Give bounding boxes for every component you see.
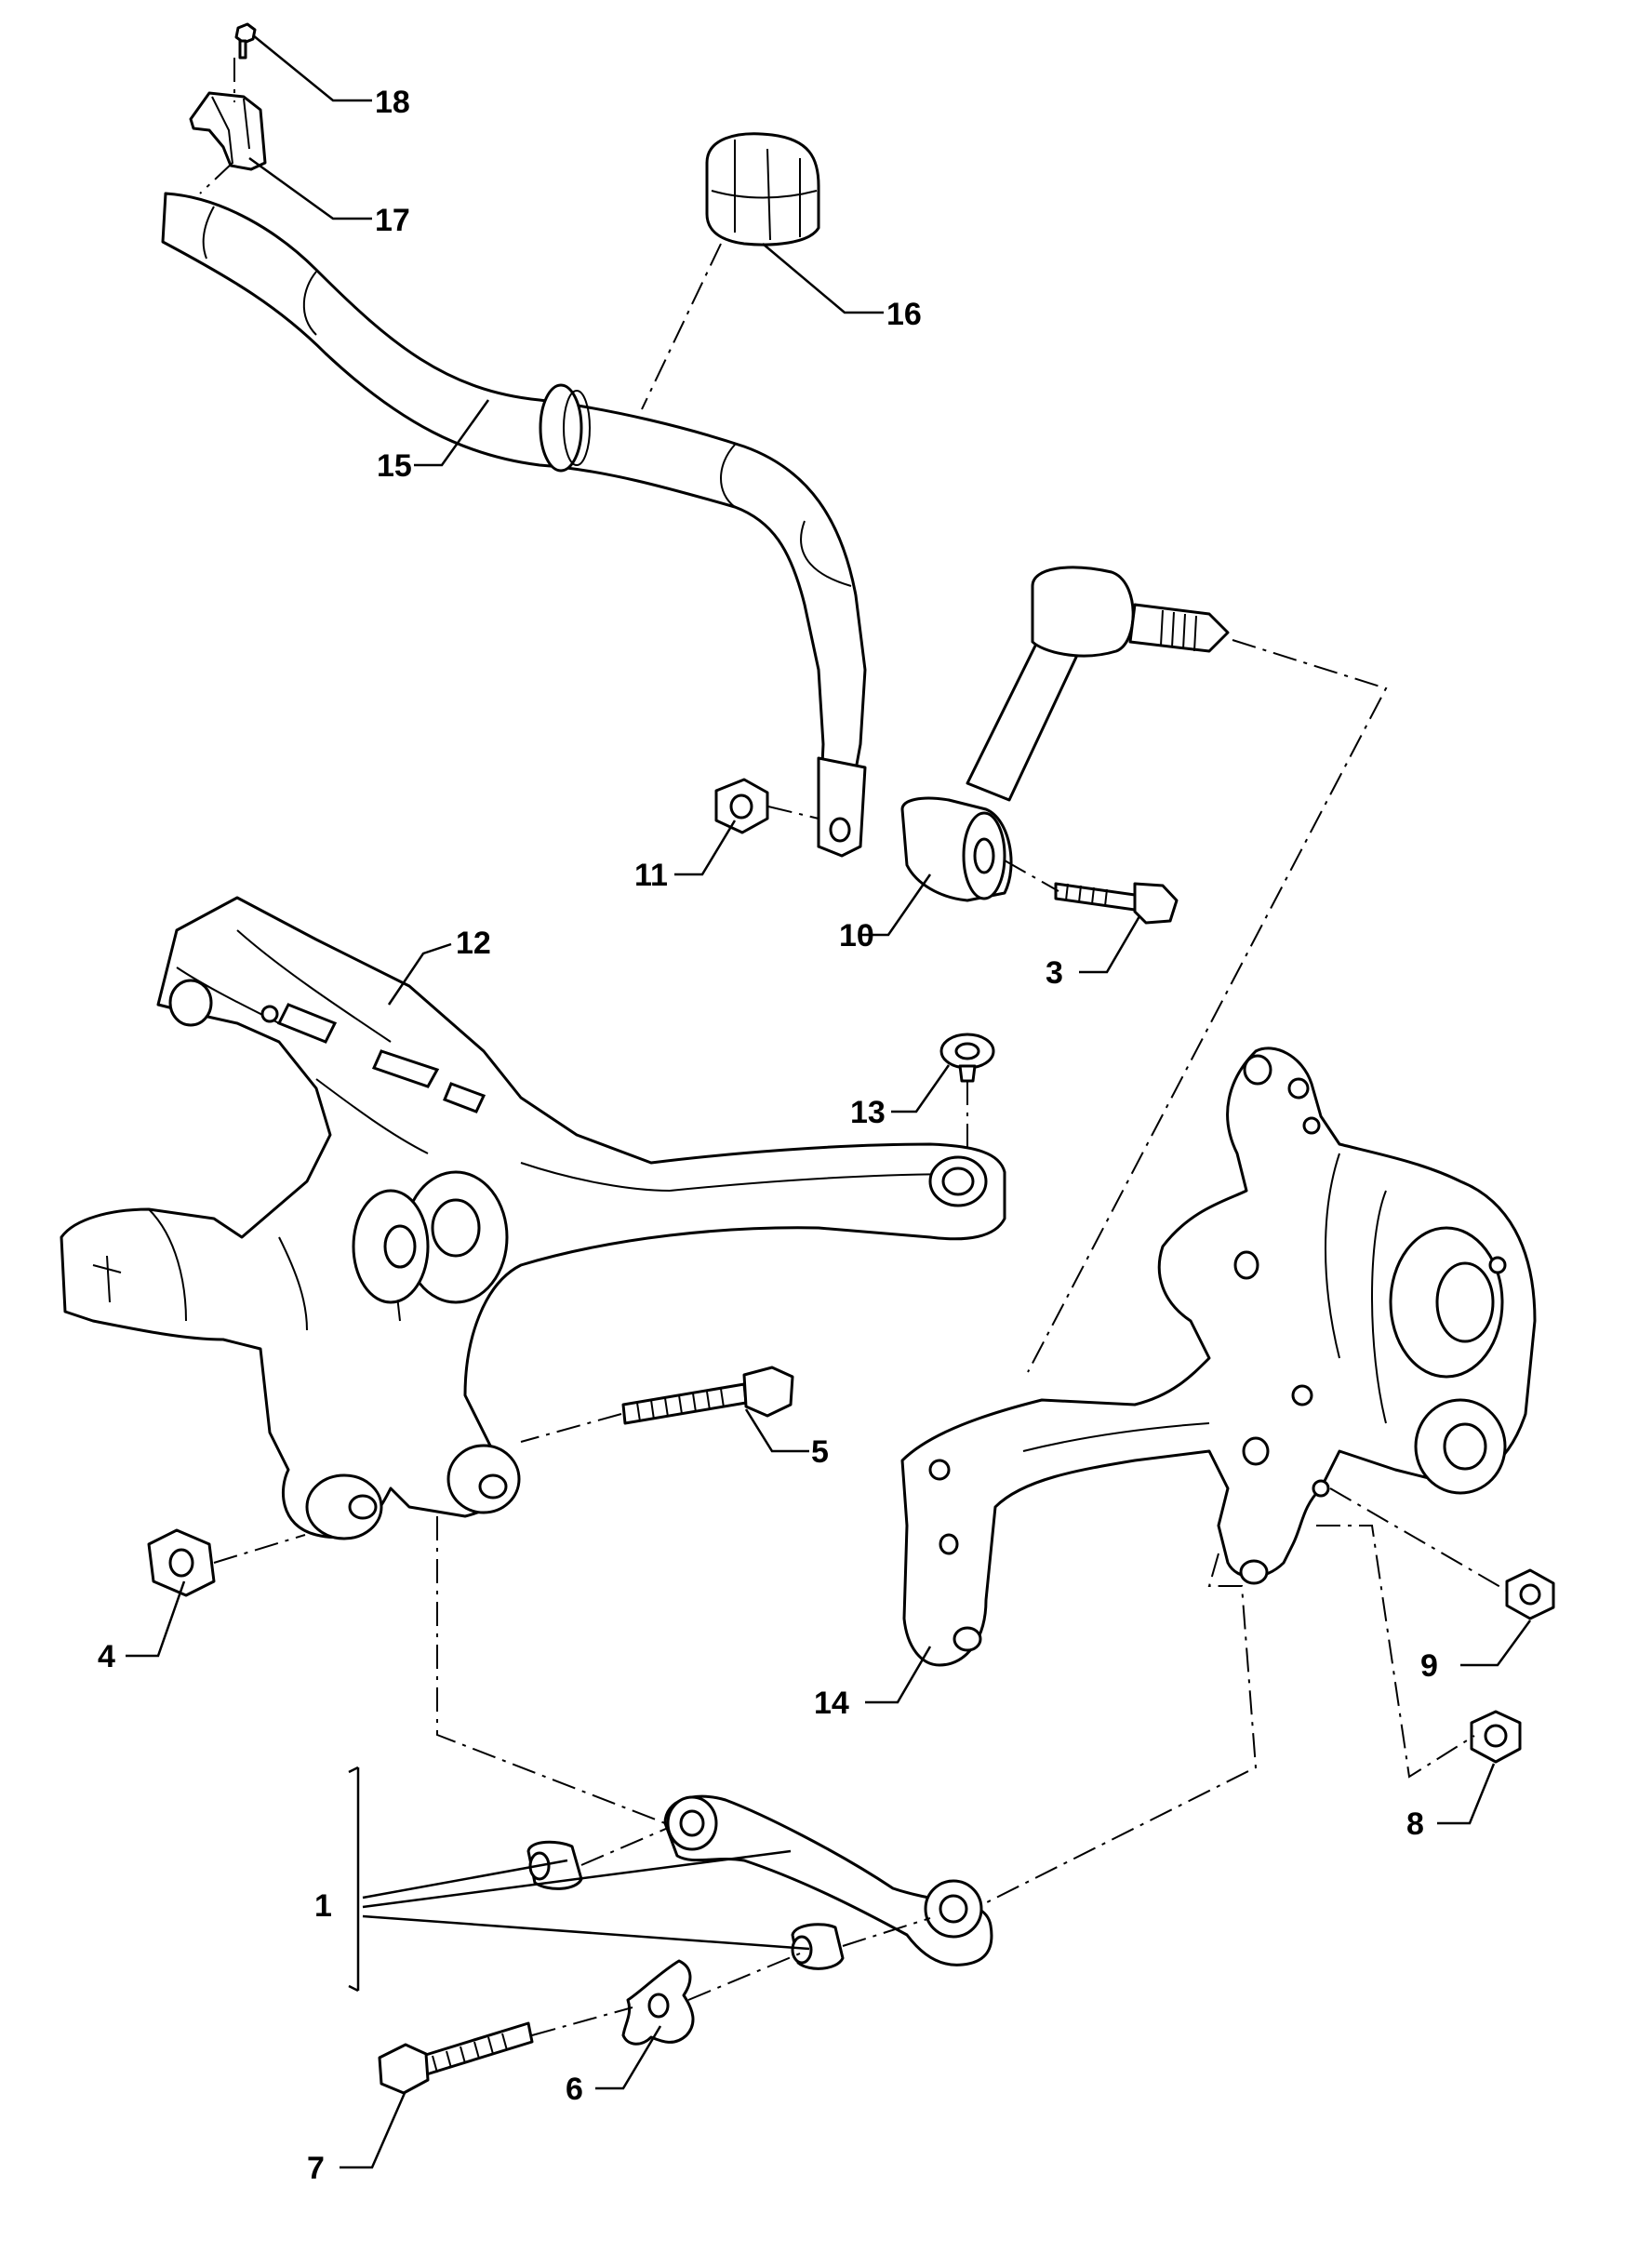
callout-12: 12	[456, 926, 491, 961]
part-10-nut	[1505, 1568, 1555, 1620]
part-1-control-arm	[526, 1794, 993, 1970]
callout-5: 5	[811, 1434, 829, 1470]
callout-17: 17	[375, 203, 410, 238]
callout-10: 9	[1420, 1648, 1438, 1684]
callout-18: 18	[375, 85, 410, 120]
callout-14: 14	[814, 1686, 849, 1721]
callout-4: 4	[98, 1639, 115, 1674]
part-3-bolt	[1054, 882, 1179, 925]
assembly-lines	[199, 58, 1508, 2036]
part-8-nut	[1470, 1710, 1522, 1764]
callout-9: 10	[839, 918, 874, 953]
part-14-wheel-bearing-housing	[900, 1047, 1537, 1667]
part-4-nut	[147, 1528, 216, 1597]
callout-7: 7	[307, 2151, 325, 2186]
callout-6: 6	[566, 2072, 583, 2107]
part-18-screw	[234, 22, 257, 60]
part-6-washer-plate	[621, 1959, 695, 2046]
part-16-stabilizer-bar	[161, 192, 867, 858]
leader-lines	[126, 34, 1532, 2169]
part-7-bolt	[378, 2021, 534, 2095]
callout-16: 15	[377, 448, 412, 484]
part-12-subframe	[60, 896, 1006, 1540]
part-11-nut	[714, 778, 769, 834]
callout-13: 13	[850, 1095, 886, 1130]
callout-3: 3	[1046, 955, 1063, 991]
callout-11: 11	[634, 858, 668, 893]
part-15-rubber-bushing	[705, 132, 820, 247]
part-17-clamp-bracket	[189, 91, 267, 171]
part-13-cap	[939, 1033, 995, 1083]
part-5-bolt	[621, 1366, 794, 1425]
part-9-coupling-rod	[900, 566, 1230, 902]
callout-1: 1	[314, 1888, 332, 1924]
callout-8: 8	[1406, 1806, 1424, 1842]
callout-15: 16	[886, 297, 922, 332]
